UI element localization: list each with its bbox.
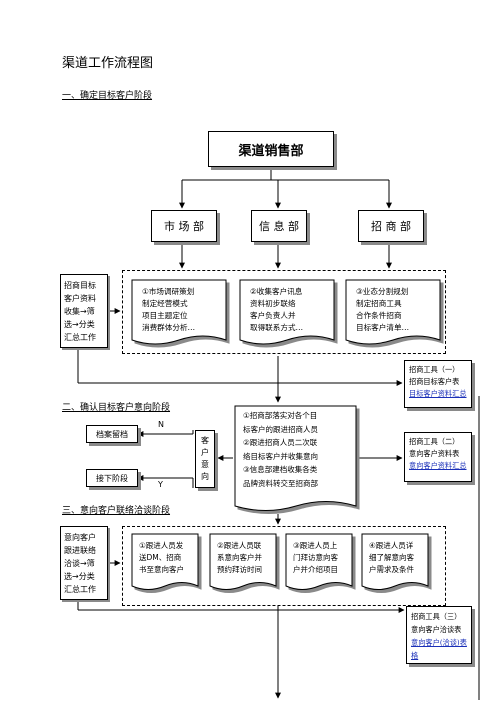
stage3-card-4: ④跟进人员详 细了解意向客 户需求及条件	[369, 541, 414, 574]
archive-box: 档案留档	[86, 425, 138, 443]
stage1-card-3: ③业态分割规划 制定招商工具 合作条件招商 目标客户清单…	[356, 287, 410, 332]
merchant-tool-1: 招商工具（一） 招商目标客户表 目标客户资料汇总	[404, 360, 472, 408]
stage2-heading-text: 二、确认目标客户意向阶段	[62, 403, 171, 413]
merchant-tool-2: 招商工具（二） 意向客户资料表 意向客户资料汇总	[404, 432, 472, 482]
stage3-heading-text: 三、意向客户联络洽谈阶段	[62, 506, 171, 516]
stage3-heading: 三、意向客户联络洽谈阶段	[62, 503, 170, 516]
stage3-card-3: ③跟进人员上 门拜访意向客 户并介绍项目	[293, 541, 338, 574]
decision-no-label: N	[158, 420, 164, 429]
org-head-box: 渠道销售部	[208, 131, 334, 167]
stage3-card-2: ②跟进人员联 系意向客户并 预约拜访时间	[217, 541, 262, 574]
stage2-main-box: ①招商部落实对各个目 标客户的跟进招商人员 ②跟进招商人员二次联 络目标客户并收…	[243, 411, 318, 488]
tool3-link[interactable]: 意向客户(洽谈)表格	[411, 638, 467, 660]
dept-market-box: 市 场 部	[151, 210, 217, 242]
stage2-heading: 二、确认目标客户意向阶段	[62, 400, 170, 413]
tool3-title: 招商工具（三）	[411, 612, 462, 621]
dept-merchant-box: 招 商 部	[358, 210, 424, 242]
stage1-side-box: 招商目标 客户资料 收集→筛 选→分类 汇总工作	[60, 274, 108, 348]
stage3-card-1: ①跟进人员发 送DM、招商 书至意向客户	[139, 541, 184, 574]
stage3-side-box: 意向客户 跟进联络 洽谈→筛 选→分类 汇总工作	[60, 526, 108, 600]
stage1-heading: 一、确定目标客户阶段	[62, 88, 152, 101]
merchant-tool-3: 招商工具（三） 意向客户洽谈表 意向客户(洽谈)表格	[406, 606, 472, 664]
decision-yes-label: Y	[158, 480, 163, 489]
tool1-subtitle: 招商目标客户表	[409, 377, 460, 386]
next-stage-box: 接下阶段	[86, 469, 138, 487]
stage1-heading-text: 一、确定目标客户阶段	[62, 91, 153, 101]
page-title: 渠道工作流程图	[62, 56, 154, 71]
tool1-link[interactable]: 目标客户资料汇总	[409, 389, 467, 398]
tool1-title: 招商工具（一）	[409, 365, 460, 374]
tool2-subtitle: 意向客户资料表	[409, 449, 460, 458]
dept-info-box: 信 息 部	[251, 210, 307, 242]
stage1-group	[122, 270, 446, 354]
tool3-subtitle: 意向客户洽谈表	[411, 625, 462, 634]
customer-intent-decision: 客 户 意 向	[195, 430, 215, 488]
stage1-card-2: ②收集客户讯息 资料初步联络 客户负责人并 取得联系方式…	[250, 287, 304, 332]
stage3-group	[122, 526, 446, 606]
tool2-link[interactable]: 意向客户资料汇总	[409, 461, 467, 470]
tool2-title: 招商工具（二）	[409, 437, 460, 446]
stage1-card-1: ①市场调研策划 制定经营模式 项目主题定位 消费群体分析…	[142, 287, 196, 332]
